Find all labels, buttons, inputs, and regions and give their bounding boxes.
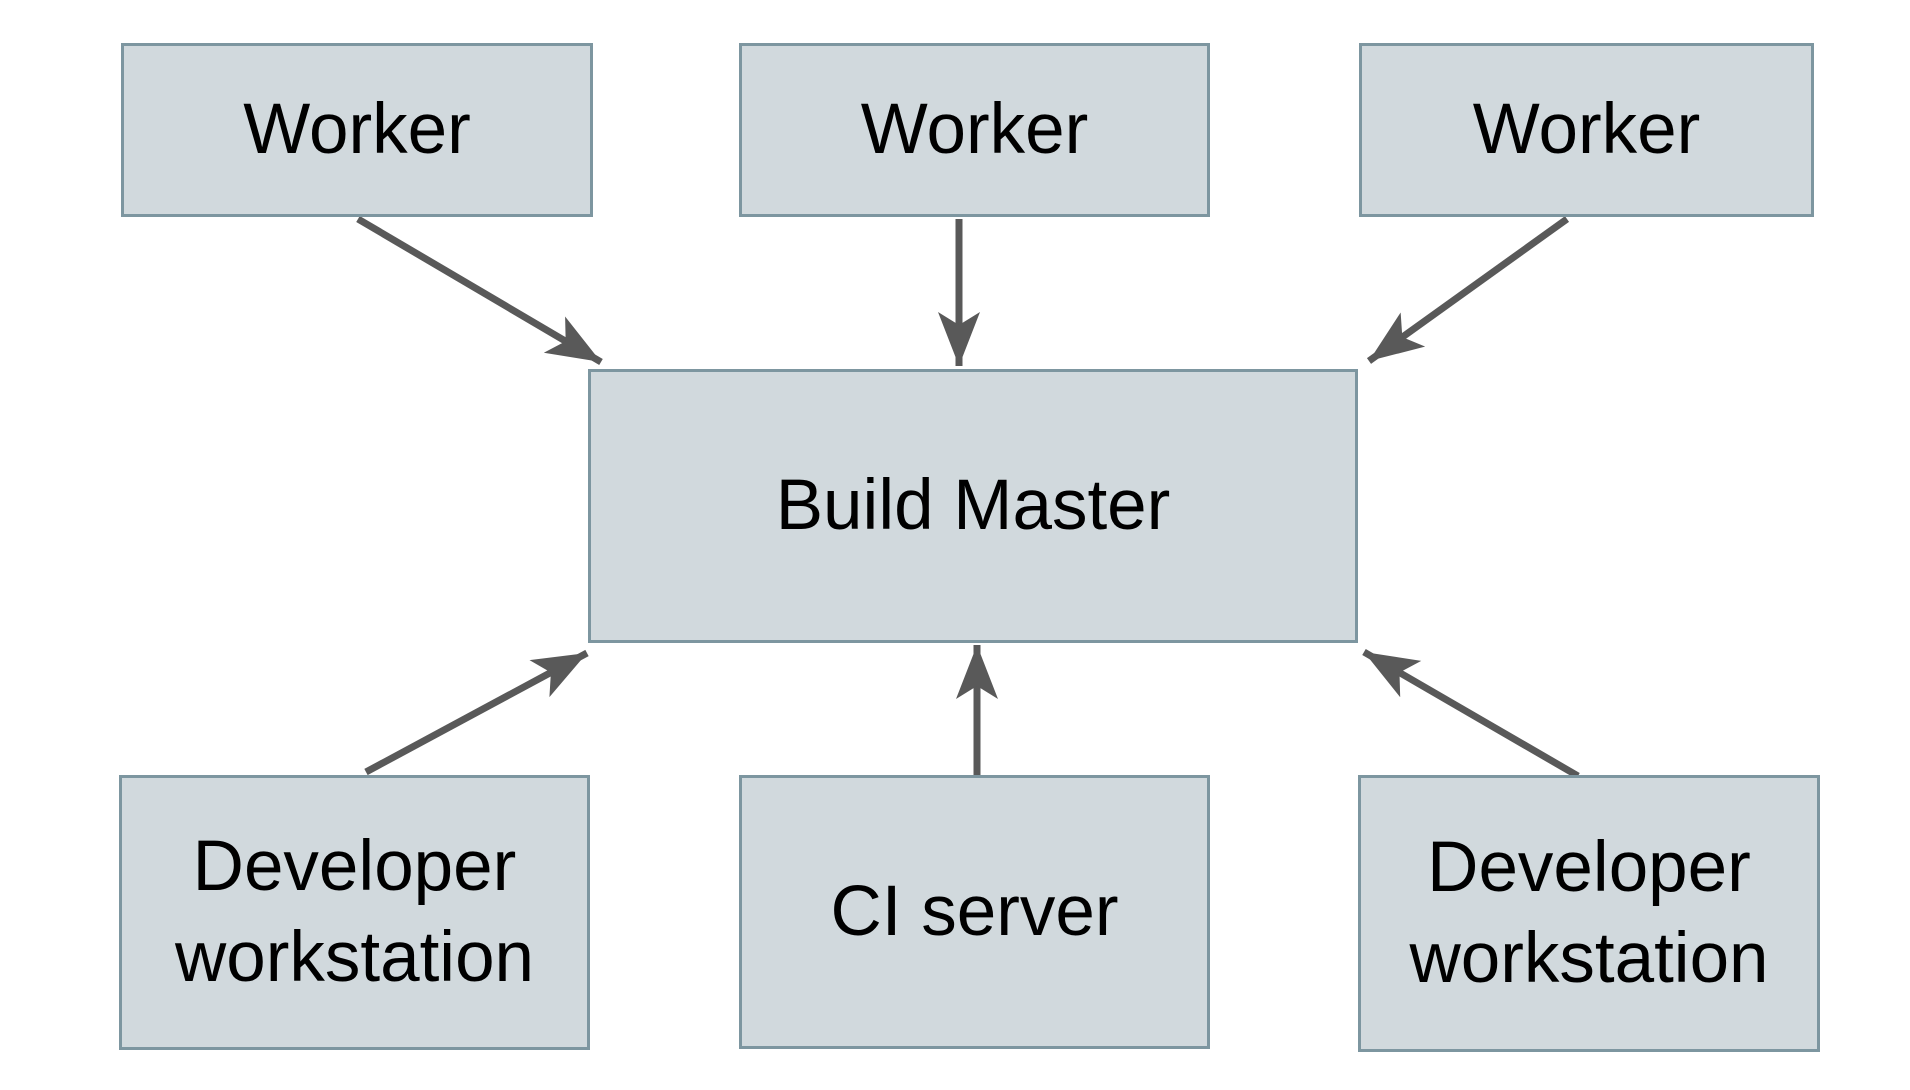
arrow-worker-1-to-build-master	[356, 215, 603, 366]
node-ci-server: CI server	[739, 775, 1210, 1049]
node-worker-3: Worker	[1359, 43, 1814, 217]
node-label: Worker	[1472, 89, 1701, 169]
node-developer-workstation-2: Developer workstation	[1358, 775, 1820, 1052]
node-worker-2: Worker	[739, 43, 1210, 217]
node-label: CI server	[830, 871, 1119, 951]
arrow-worker-3-to-build-master	[1366, 216, 1570, 364]
node-worker-1: Worker	[121, 43, 593, 217]
node-developer-workstation-1: Developer workstation	[119, 775, 590, 1050]
node-label: Worker	[860, 89, 1089, 169]
node-label: Developer workstation	[1409, 828, 1769, 998]
node-label: Developer workstation	[174, 827, 535, 997]
node-build-master: Build Master	[588, 369, 1358, 643]
arrow-developer-workstation-1-to-build-master	[364, 649, 589, 776]
node-label: Worker	[243, 89, 471, 169]
node-label: Build Master	[775, 465, 1171, 545]
arrow-developer-workstation-2-to-build-master	[1362, 648, 1580, 780]
